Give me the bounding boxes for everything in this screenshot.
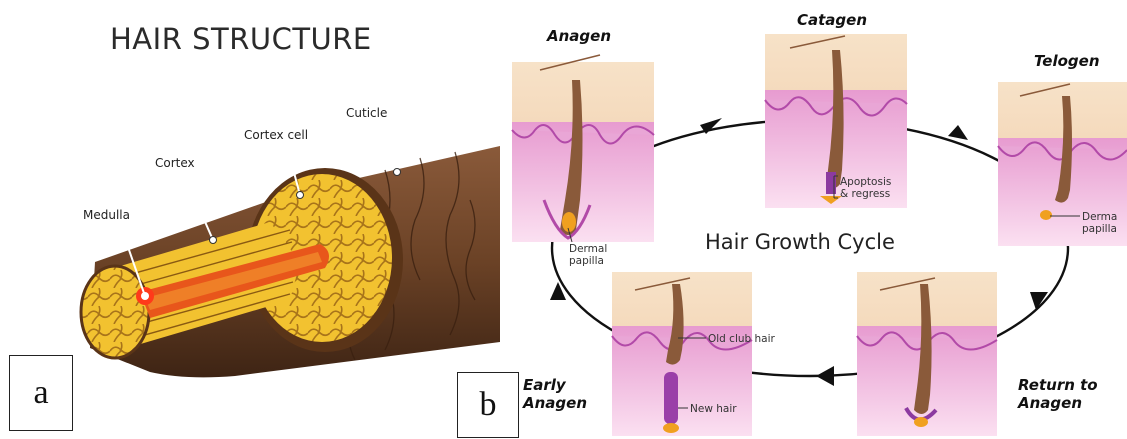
label-medulla: Medulla [83,208,130,222]
annotation-dermal-line1: Dermal [569,243,607,255]
annotation-dermal-line2: papilla [569,255,607,267]
stage-label-telogen: Telogen [1034,52,1100,70]
annotation-apoptosis: Apoptosis & regress [840,176,891,200]
panel-a-title: HAIR STRUCTURE [110,22,372,56]
stage-label-early-line2: Anagen [523,394,587,412]
label-cortex: Cortex [155,156,195,170]
annotation-old-club-hair: Old club hair [708,333,775,345]
cycle-title: Hair Growth Cycle [705,230,895,254]
stage-panel-return-to-anagen [857,272,997,436]
label-cuticle: Cuticle [346,106,387,120]
panel-b-letter: b [457,372,519,438]
stage-panel-anagen [512,55,654,242]
stage-label-anagen: Anagen [547,27,611,45]
label-cortex-cell: Cortex cell [244,128,308,142]
annotation-telogen-dermal: Derma papilla [1082,211,1117,235]
annotation-telogen-dermal-line1: Derma [1082,211,1117,223]
stage-label-catagen: Catagen [797,11,867,29]
stage-label-return-line1: Return to [1018,376,1098,394]
stage-label-return-to-anagen: Return to Anagen [1018,376,1098,412]
annotation-telogen-dermal-line2: papilla [1082,223,1117,235]
annotation-apoptosis-line2: & regress [840,188,891,200]
annotation-new-hair: New hair [690,403,737,415]
stage-label-return-line2: Anagen [1018,394,1098,412]
annotation-apoptosis-line1: Apoptosis [840,176,891,188]
panel-a-letter: a [9,355,73,431]
annotation-dermal-papilla: Dermal papilla [569,243,607,267]
stage-label-early-anagen: Early Anagen [523,376,587,412]
hair-strand-illustration [81,146,500,377]
stage-label-early-line1: Early [523,376,587,394]
